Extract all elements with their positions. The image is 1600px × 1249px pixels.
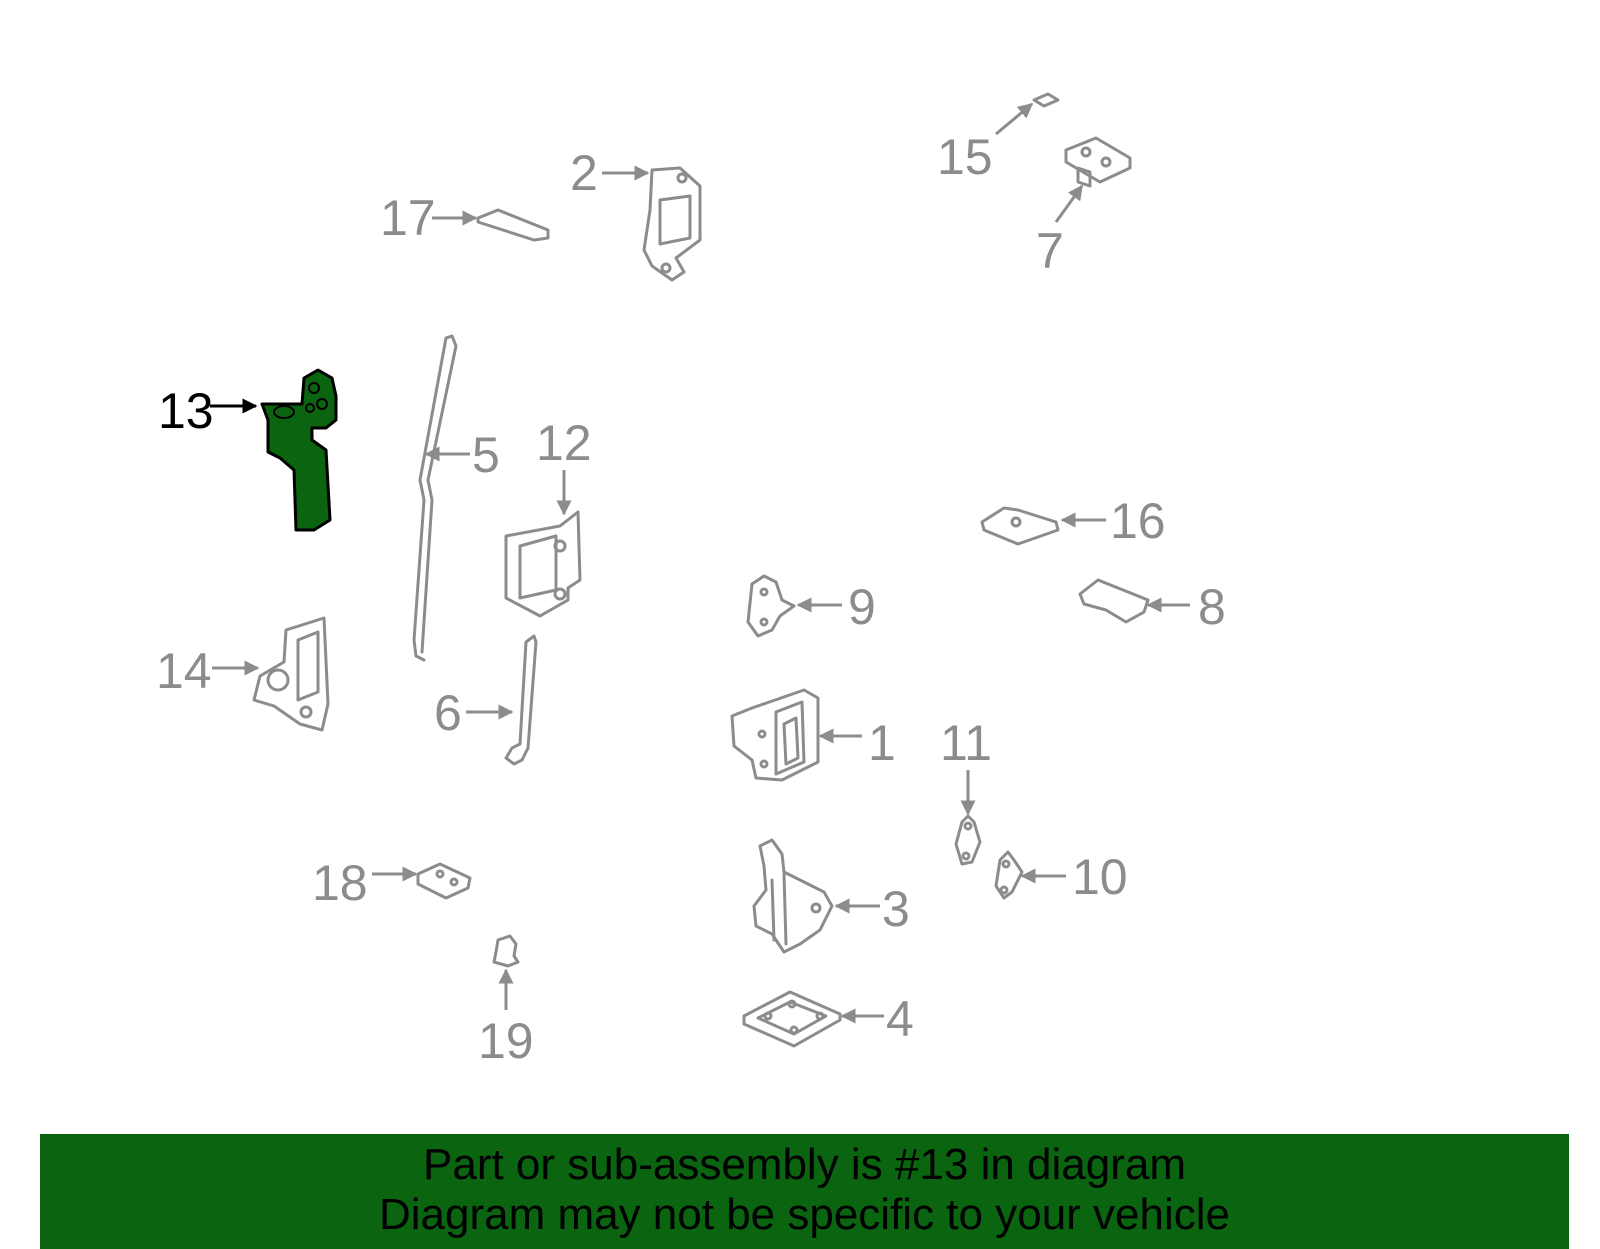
- part-11[interactable]: 11: [940, 715, 992, 866]
- callout-5: 5: [472, 427, 500, 483]
- callout-3: 3: [882, 881, 910, 937]
- callout-10: 10: [1072, 849, 1128, 905]
- banner-line-part: Part or sub-assembly is #13 in diagram: [423, 1140, 1186, 1189]
- callout-arrow-7: [1054, 184, 1084, 223]
- part-14[interactable]: 14: [156, 616, 330, 732]
- callout-1: 1: [868, 715, 896, 771]
- callout-6: 6: [434, 685, 462, 741]
- callout-arrow-15: [995, 102, 1034, 136]
- callout-7: 7: [1036, 223, 1064, 279]
- part-4[interactable]: 4: [742, 990, 914, 1048]
- callout-12: 12: [536, 415, 592, 471]
- callout-2: 2: [570, 145, 598, 201]
- callout-17: 17: [380, 190, 436, 246]
- part-1[interactable]: 1: [730, 688, 896, 782]
- part-8[interactable]: 8: [1078, 578, 1226, 635]
- part-19[interactable]: 19: [478, 934, 534, 1069]
- callout-4: 4: [886, 991, 914, 1047]
- part-12[interactable]: 12: [504, 415, 592, 618]
- part-3[interactable]: 3: [752, 838, 910, 954]
- banner-line-disclaimer: Diagram may not be specific to your vehi…: [378, 1190, 1231, 1239]
- callout-9: 9: [848, 579, 876, 635]
- part-5[interactable]: 5: [412, 334, 500, 662]
- part-18[interactable]: 18: [312, 855, 472, 911]
- callout-15: 15: [937, 129, 993, 185]
- part-17[interactable]: 17: [380, 190, 550, 246]
- callout-18: 18: [312, 855, 368, 911]
- part-10[interactable]: 10: [994, 849, 1128, 905]
- part-16[interactable]: 16: [980, 493, 1166, 549]
- part-15[interactable]: 15: [937, 92, 1060, 185]
- part-6[interactable]: 6: [434, 634, 538, 766]
- callout-8: 8: [1198, 579, 1226, 635]
- part-2[interactable]: 2: [570, 145, 702, 282]
- part-13-highlighted[interactable]: 13: [158, 368, 338, 532]
- callout-16: 16: [1110, 493, 1166, 549]
- callout-19: 19: [478, 1013, 534, 1069]
- part-9[interactable]: 9: [746, 574, 876, 638]
- callout-14: 14: [156, 643, 212, 699]
- callout-11: 11: [940, 715, 992, 771]
- part-7[interactable]: 7: [1036, 136, 1132, 279]
- callout-13: 13: [158, 383, 214, 439]
- info-banner: Part or sub-assembly is #13 in diagram D…: [40, 1134, 1569, 1249]
